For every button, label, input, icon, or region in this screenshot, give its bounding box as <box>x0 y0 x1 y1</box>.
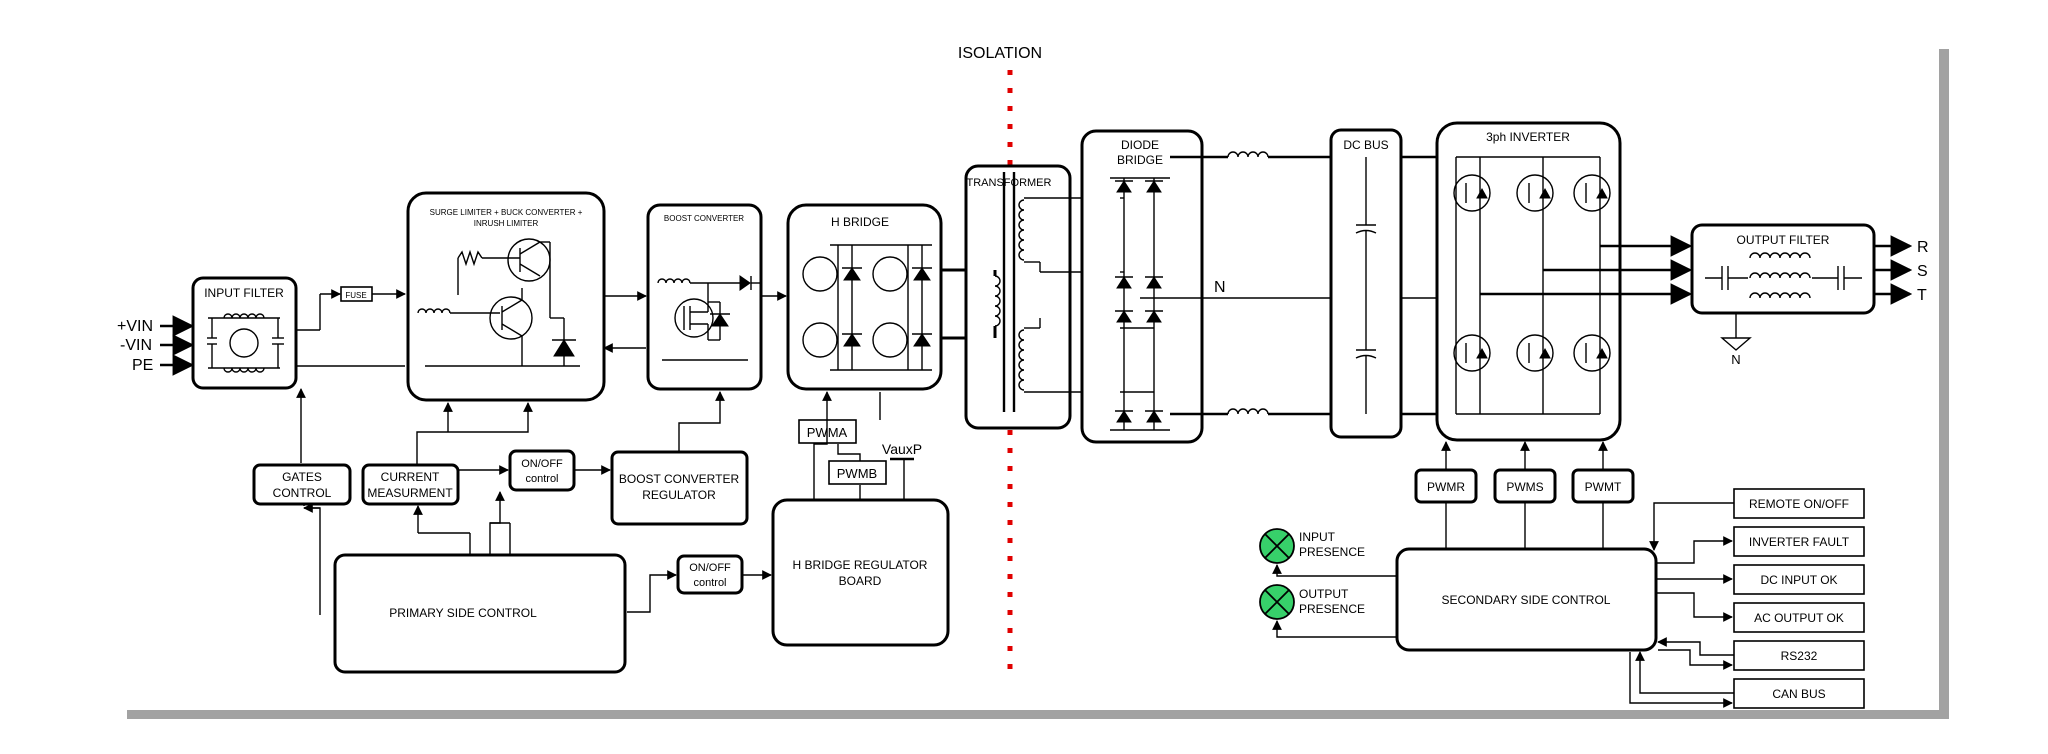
status-box-ac-output: AC OUTPUT OK <box>1733 602 1865 633</box>
pwmt-label: PWMT <box>1585 480 1622 494</box>
onoff-control2-line2: control <box>693 577 726 589</box>
onoff-control-block-2: ON/OFF control <box>676 554 744 595</box>
vin-pos-label: +VIN <box>117 318 153 335</box>
input-filter-block: INPUT FILTER <box>191 276 298 390</box>
output-filter-block: OUTPUT FILTER <box>1690 223 1876 315</box>
vin-neg-label: -VIN <box>120 337 152 354</box>
status-can-bus-label: CAN BUS <box>1772 687 1825 701</box>
status-dc-input-label: DC INPUT OK <box>1760 573 1837 587</box>
boost-regulator-line1: BOOST CONVERTER <box>619 472 740 486</box>
inverter-block: 3ph INVERTER <box>1435 121 1622 442</box>
h-bridge-label: H BRIDGE <box>831 215 889 229</box>
onoff-control-block: ON/OFF control <box>508 449 576 492</box>
status-box-dc-input: DC INPUT OK <box>1733 564 1865 595</box>
gates-control-block: GATES CONTROL <box>252 463 352 506</box>
input-presence-indicator: INPUT PRESENCE <box>1259 528 1365 564</box>
dc-bus-label: DC BUS <box>1343 138 1388 152</box>
diode-bridge-label-line1: DIODE <box>1121 138 1159 152</box>
primary-side-control-label: PRIMARY SIDE CONTROL <box>389 606 537 620</box>
boost-regulator-block: BOOST CONVERTER REGULATOR <box>610 450 749 526</box>
pwmb-label: PWMB <box>837 466 877 481</box>
gates-control-line2: CONTROL <box>273 486 332 500</box>
ground-symbol <box>1720 337 1752 351</box>
surge-label-line2: INRUSH LIMITER <box>474 219 539 228</box>
onoff-control-line2: control <box>525 473 558 485</box>
status-rs232-label: RS232 <box>1781 649 1818 663</box>
h-bridge-regulator-block: H BRIDGE REGULATOR BOARD <box>771 498 950 647</box>
ground-neutral-label: N <box>1731 352 1740 367</box>
status-box-inverter-fault: INVERTER FAULT <box>1733 526 1865 557</box>
pwmr-block: PWMR <box>1414 468 1478 504</box>
secondary-side-control-label: SECONDARY SIDE CONTROL <box>1442 593 1611 607</box>
status-remote-label: REMOTE ON/OFF <box>1749 497 1849 511</box>
fuse-label: FUSE <box>345 291 366 300</box>
output-presence-indicator: OUTPUT PRESENCE <box>1259 584 1365 620</box>
pe-label: PE <box>132 357 153 374</box>
pwms-label: PWMS <box>1506 480 1543 494</box>
output-filter-label: OUTPUT FILTER <box>1737 233 1830 247</box>
secondary-side-control-block: SECONDARY SIDE CONTROL <box>1395 547 1658 652</box>
output-presence-line1: OUTPUT <box>1299 587 1349 601</box>
output-s-label: S <box>1917 263 1928 280</box>
output-r-label: R <box>1917 239 1929 256</box>
h-bridge-regulator-line2: BOARD <box>839 574 882 588</box>
output-presence-line2: PRESENCE <box>1299 602 1365 616</box>
diode-bridge-label-line2: BRIDGE <box>1117 153 1163 167</box>
status-box-can-bus: CAN BUS <box>1733 678 1865 709</box>
surge-label-line1: SURGE LIMITER + BUCK CONVERTER + <box>430 208 583 217</box>
transformer-label: TRANSFORMER <box>967 177 1052 189</box>
h-bridge-block: H BRIDGE <box>786 203 943 391</box>
boost-regulator-line2: REGULATOR <box>642 488 716 502</box>
gates-control-line1: GATES <box>282 470 322 484</box>
surge-limiter-block: SURGE LIMITER + BUCK CONVERTER + INRUSH … <box>406 191 606 402</box>
pwmt-block: PWMT <box>1571 468 1635 504</box>
input-filter-label: INPUT FILTER <box>204 286 284 300</box>
current-measurement-line2: MEASURMENT <box>367 486 453 500</box>
status-ac-output-label: AC OUTPUT OK <box>1754 611 1844 625</box>
input-presence-line1: INPUT <box>1299 530 1336 544</box>
boost-converter-block: BOOST CONVERTER <box>646 203 763 391</box>
onoff-control-line1: ON/OFF <box>521 458 563 470</box>
onoff-control2-line1: ON/OFF <box>689 562 731 574</box>
status-inverter-fault-label: INVERTER FAULT <box>1749 535 1850 549</box>
h-bridge-regulator-line1: H BRIDGE REGULATOR <box>793 558 928 572</box>
output-t-label: T <box>1917 287 1927 304</box>
pwmr-label: PWMR <box>1427 480 1465 494</box>
vauxp-label: VauxP <box>882 441 922 457</box>
current-measurement-block: CURRENT MEASURMENT <box>361 463 460 506</box>
neutral-label: N <box>1214 279 1226 296</box>
current-measurement-line1: CURRENT <box>381 470 440 484</box>
status-box-rs232: RS232 <box>1733 640 1865 671</box>
dc-bus-block: DC BUS <box>1329 128 1403 439</box>
pwms-block: PWMS <box>1493 468 1557 504</box>
boost-converter-label: BOOST CONVERTER <box>664 214 744 223</box>
status-box-remote: REMOTE ON/OFF <box>1733 488 1865 519</box>
diode-bridge-block: DIODE BRIDGE <box>1080 129 1204 444</box>
input-presence-line2: PRESENCE <box>1299 545 1365 559</box>
primary-side-control-block: PRIMARY SIDE CONTROL <box>333 553 627 674</box>
pwmb-block: PWMB <box>828 460 887 485</box>
inverter-label: 3ph INVERTER <box>1486 130 1570 144</box>
isolation-label: ISOLATION <box>958 45 1042 62</box>
